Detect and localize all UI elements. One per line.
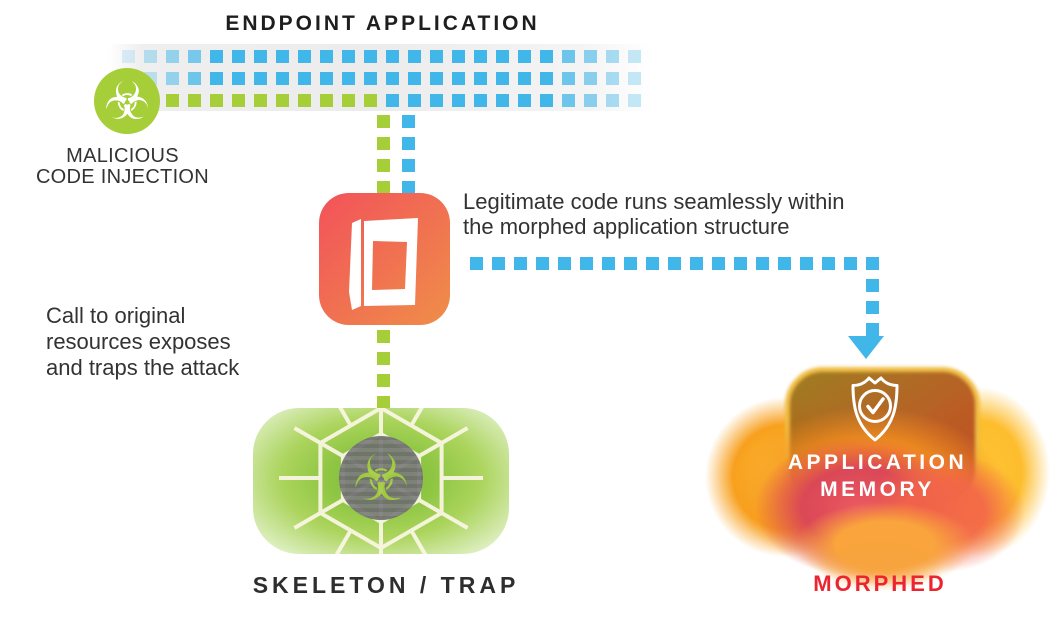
malicious-label-line2: CODE INJECTION [35, 166, 210, 188]
call-line3: and traps the attack [46, 355, 240, 380]
call-line2: resources exposes [46, 329, 231, 354]
skeleton-trap-label: SKELETON / TRAP [252, 572, 520, 598]
malicious-code-injection-label: MALICIOUS CODE INJECTION [15, 146, 230, 188]
shield-check-icon [851, 376, 899, 442]
blob-lobe [815, 537, 945, 592]
application-memory-label-line1: APPLICATION [787, 451, 968, 474]
application-memory-label-line2: MEMORY [820, 478, 935, 501]
app-frame-glyph [349, 218, 418, 310]
call-to-original-annotation: Call to original resources exposes and t… [46, 303, 306, 381]
endpoint-application-title: ENDPOINT APPLICATION [225, 12, 540, 35]
call-line1: Call to original [46, 303, 186, 328]
spiderweb-icon [279, 408, 483, 554]
legit-line1: Legitimate code runs seamlessly within [463, 189, 845, 214]
legit-line2: the morphed application structure [463, 214, 790, 239]
trap-biohazard-glyph: ☣ [352, 442, 410, 516]
malicious-label-line1: MALICIOUS [66, 145, 179, 167]
biohazard-web-icon: ☣ [339, 436, 423, 520]
biohazard-icon: ☣ [94, 68, 160, 134]
morphed-memory-blob: APPLICATION MEMORY [700, 352, 1050, 592]
skeleton-trap-blob: ☣ [253, 408, 509, 554]
morphed-label: MORPHED [813, 571, 947, 596]
biohazard-glyph: ☣ [103, 72, 151, 132]
legitimate-code-annotation: Legitimate code runs seamlessly within t… [463, 189, 903, 239]
arrow-down-icon [848, 336, 884, 359]
app-frame-icon [319, 193, 450, 325]
